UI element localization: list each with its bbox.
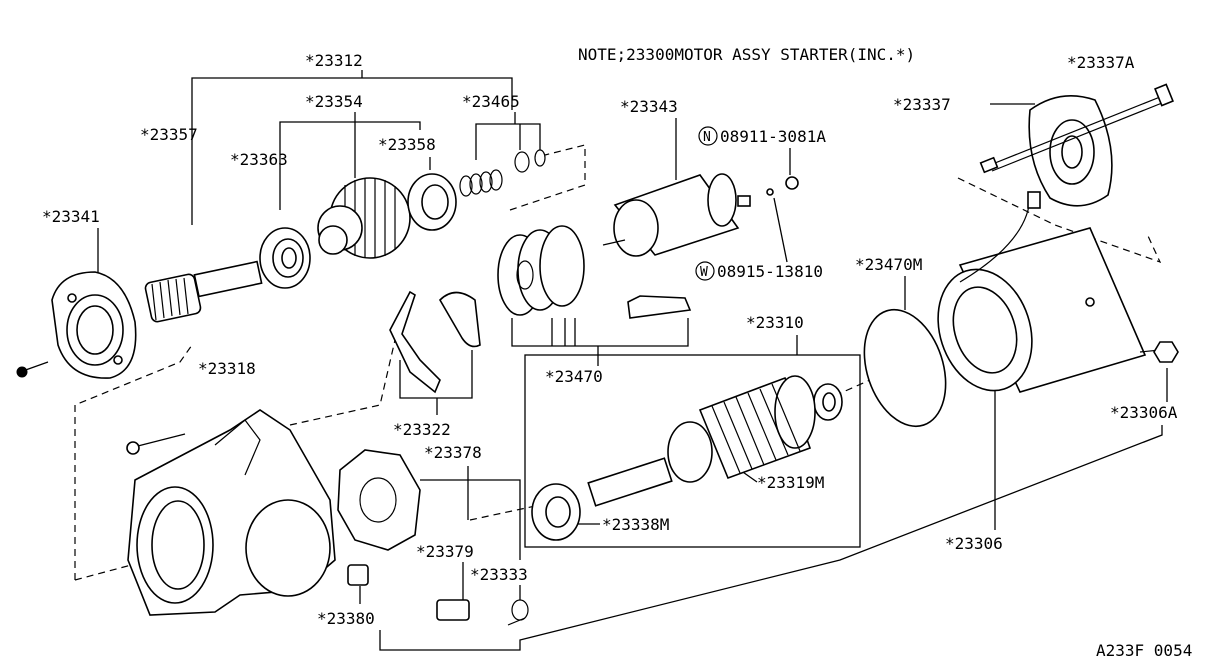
bearing-23363 [259, 227, 311, 289]
label-23318: *23318 [198, 359, 256, 378]
solenoid-23343 [602, 173, 799, 257]
clutch-gear-23354 [317, 177, 411, 259]
bolt-23306A [1139, 341, 1179, 363]
bearing-23338M [531, 483, 581, 541]
housing-23318 [126, 409, 336, 616]
label-23363: *23363 [230, 150, 288, 169]
label-23306: *23306 [945, 534, 1003, 553]
label-23333: *23333 [470, 565, 528, 584]
label-23310: *23310 [746, 313, 804, 332]
rear-cover-23337 [1028, 94, 1113, 207]
figure-code: A233F 0054 [1096, 641, 1192, 660]
yoke-23306 [937, 191, 1147, 393]
label-23465: *23465 [462, 92, 520, 111]
label-23343: *23343 [620, 97, 678, 116]
ring-23358 [407, 173, 457, 231]
through-bolt-23337A [979, 83, 1174, 174]
drive-end-plate-23341 [16, 271, 137, 379]
label-23319M: *23319M [757, 473, 824, 492]
leader-lines [97, 70, 1168, 651]
label-23470M: *23470M [855, 255, 922, 274]
brush-holder-23378 [337, 449, 421, 551]
brush-23380 [347, 564, 369, 586]
label-23358: *23358 [378, 135, 436, 154]
label-23322: *23322 [393, 420, 451, 439]
label-23312: *23312 [305, 51, 363, 70]
label-23378: *23378 [424, 443, 482, 462]
label-23338M: *23338M [602, 515, 669, 534]
lever-23322 [389, 290, 481, 394]
svg-text:N: N [703, 130, 711, 145]
o-ring-23470M [863, 308, 947, 428]
label-08911-3081A: 08911-3081A [720, 127, 826, 146]
svg-text:W: W [700, 265, 708, 280]
label-23337: *23337 [893, 95, 951, 114]
label-23354: *23354 [305, 92, 363, 111]
label-23306A: *23306A [1110, 403, 1178, 422]
label-23341: *23341 [42, 207, 100, 226]
spring-23333 [507, 599, 529, 626]
bearing-23319M [813, 383, 843, 421]
armature-23310 [587, 375, 816, 507]
n-mark-icon: N [698, 126, 718, 146]
label-23379: *23379 [416, 542, 474, 561]
label-23380: *23380 [317, 609, 375, 628]
springs-23465 [459, 149, 546, 197]
w-mark-icon: W [695, 261, 715, 281]
label-23337A: *23337A [1067, 53, 1135, 72]
brush-23379 [436, 599, 470, 621]
plates-23470 [497, 225, 692, 319]
pinion-shaft-23357 [144, 260, 263, 323]
label-23357: *23357 [140, 125, 198, 144]
label-23470: *23470 [545, 367, 603, 386]
label-08915-13810: 08915-13810 [717, 262, 823, 281]
note-text: NOTE;23300MOTOR ASSY STARTER(INC.*) [578, 45, 915, 64]
